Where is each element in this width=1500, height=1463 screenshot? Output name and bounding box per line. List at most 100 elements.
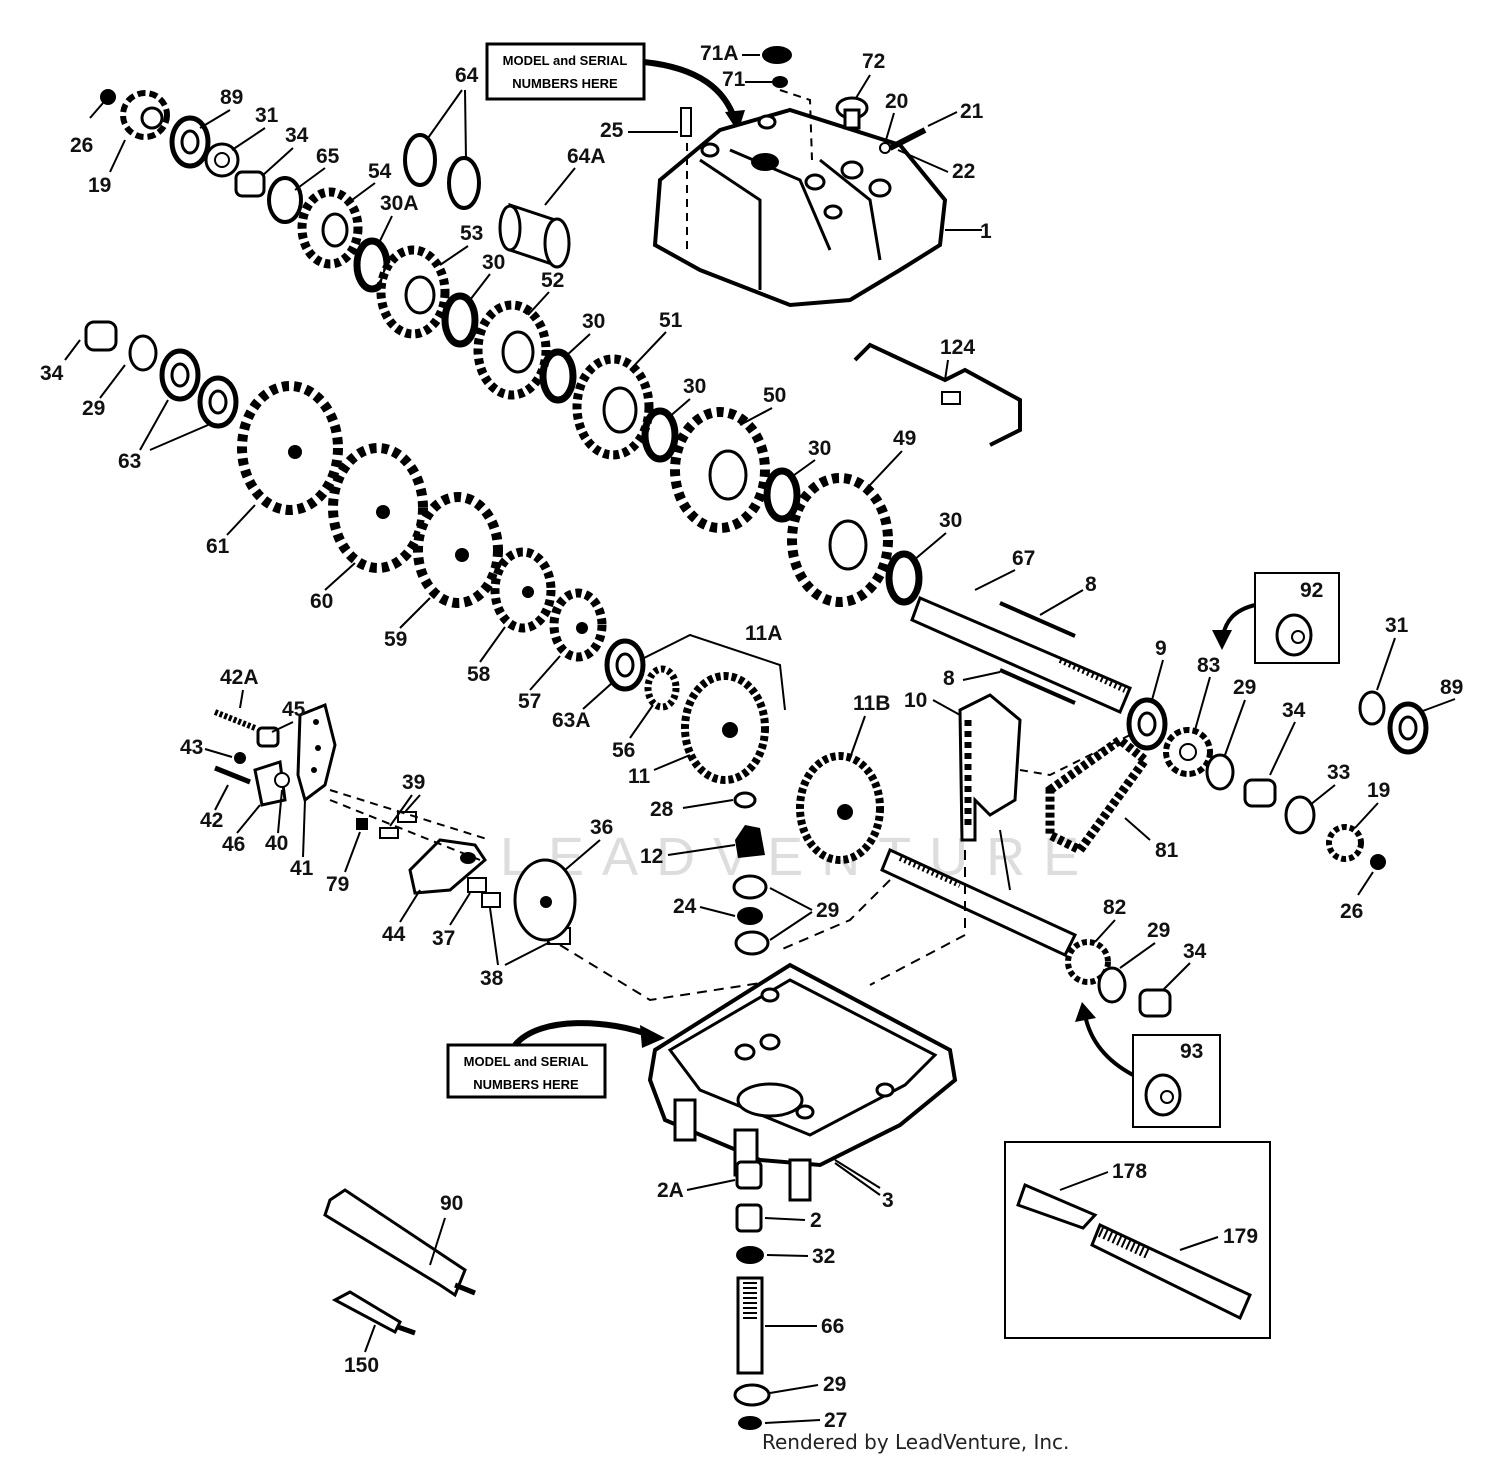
- label-124: 124: [940, 336, 975, 359]
- washer-24-icon: [737, 907, 763, 925]
- washer-29-lower-icon: [1097, 966, 1127, 1004]
- gear-12-icon: [735, 825, 765, 858]
- gear-50-icon: [670, 407, 770, 533]
- gear-49-icon: [787, 473, 893, 607]
- label-64A: 64A: [567, 145, 606, 168]
- ring-30-d-icon: [767, 471, 797, 519]
- label-27: 27: [824, 1409, 847, 1432]
- bottom-callout-line2: NUMBERS HERE: [473, 1077, 579, 1092]
- label-49: 49: [893, 427, 916, 450]
- label-71A: 71A: [700, 42, 739, 65]
- shaft-66-icon: [736, 1276, 764, 1375]
- bushing-34-left-icon: [84, 320, 118, 352]
- bearing-89-icon: [172, 118, 208, 166]
- label-44: 44: [382, 923, 406, 946]
- label-57: 57: [518, 690, 541, 713]
- bushing-2-icon: [735, 1203, 763, 1233]
- gear-11B-icon: [796, 752, 884, 864]
- block-37-icon: [467, 877, 487, 893]
- bolt-42A-icon: [213, 709, 257, 731]
- washer-29-right-icon: [1205, 753, 1235, 791]
- part-labels: 26 19 89 31 34 65 64 54 30A 64A 53 30 52…: [40, 42, 1463, 1432]
- shaft-kit-box: [1004, 1141, 1271, 1339]
- label-34-right: 34: [1282, 699, 1306, 722]
- label-30-5: 30: [939, 509, 962, 532]
- bushing-34-lower-icon: [1138, 988, 1172, 1018]
- label-92: 92: [1300, 579, 1323, 602]
- ring-30-c-icon: [645, 411, 675, 459]
- label-179: 179: [1223, 1225, 1258, 1248]
- label-31-right: 31: [1385, 614, 1409, 637]
- gear-58-icon: [490, 547, 556, 633]
- label-43: 43: [180, 736, 203, 759]
- ring-30-a-icon: [445, 296, 475, 344]
- part-26-right-icon: [1370, 854, 1386, 870]
- label-89-right: 89: [1440, 676, 1463, 699]
- label-11B: 11B: [853, 692, 890, 715]
- label-12: 12: [640, 845, 663, 868]
- washer-65-icon: [267, 176, 303, 224]
- label-19-right: 19: [1367, 779, 1390, 802]
- label-63A: 63A: [552, 709, 591, 732]
- fork-10-icon: [958, 693, 1022, 842]
- label-37: 37: [432, 927, 455, 950]
- label-67: 67: [1012, 547, 1035, 570]
- label-30-1: 30: [482, 251, 505, 274]
- bushing-34-icon: [234, 170, 266, 198]
- label-2: 2: [810, 1209, 822, 1232]
- washer-29-center-b-icon: [734, 930, 770, 956]
- label-26-right: 26: [1340, 900, 1363, 923]
- lower-housing: [647, 962, 958, 1202]
- label-64: 64: [455, 64, 479, 87]
- label-11A: 11A: [745, 622, 782, 645]
- label-82: 82: [1103, 896, 1126, 919]
- washer-28-icon: [733, 791, 757, 809]
- label-50: 50: [763, 384, 786, 407]
- inset-92-box: [1212, 572, 1340, 664]
- bracket-124-icon: [853, 342, 1022, 447]
- disc-36-icon: [513, 858, 577, 942]
- label-20: 20: [885, 90, 908, 113]
- gear-11-icon: [681, 672, 769, 784]
- gear-56-icon: [644, 665, 680, 711]
- label-1: 1: [980, 220, 992, 243]
- label-178: 178: [1112, 1160, 1147, 1183]
- pin-39-a-icon: [379, 827, 399, 839]
- sprocket-19-right-icon: [1326, 824, 1364, 862]
- label-24: 24: [673, 895, 697, 918]
- label-10: 10: [904, 689, 927, 712]
- label-29-right: 29: [1233, 676, 1256, 699]
- label-83: 83: [1197, 654, 1220, 677]
- label-39: 39: [402, 771, 425, 794]
- sprocket-83-icon: [1163, 727, 1213, 777]
- label-8-bottom: 8: [943, 667, 955, 690]
- label-42: 42: [200, 809, 223, 832]
- label-21: 21: [960, 100, 984, 123]
- label-19: 19: [88, 174, 111, 197]
- label-42A: 42A: [220, 666, 259, 689]
- label-56: 56: [612, 739, 635, 762]
- inset-93-box: [1075, 1002, 1221, 1128]
- ring-30-e-icon: [889, 554, 919, 602]
- top-callout-line2: NUMBERS HERE: [512, 76, 618, 91]
- gear-53-icon: [376, 245, 450, 339]
- label-32: 32: [812, 1245, 835, 1268]
- label-58: 58: [467, 663, 491, 686]
- label-30-3: 30: [683, 375, 706, 398]
- label-46: 46: [222, 833, 245, 856]
- gear-59-icon: [413, 492, 503, 608]
- label-66: 66: [821, 1315, 844, 1338]
- part-72-cap-icon: [835, 96, 869, 130]
- label-25: 25: [600, 119, 624, 142]
- label-2A: 2A: [657, 1179, 684, 1202]
- bearing-63-b-icon: [200, 378, 236, 426]
- arm-41-icon: [296, 702, 337, 803]
- bearing-63A-icon: [607, 641, 643, 689]
- ring-30-b-icon: [543, 352, 573, 400]
- label-65: 65: [316, 145, 340, 168]
- shifter-44-icon: [408, 838, 487, 895]
- leader-lines: [64, 54, 1456, 1424]
- grease-tube-90-icon: [323, 1188, 476, 1298]
- label-45: 45: [282, 698, 306, 721]
- label-38: 38: [480, 967, 504, 990]
